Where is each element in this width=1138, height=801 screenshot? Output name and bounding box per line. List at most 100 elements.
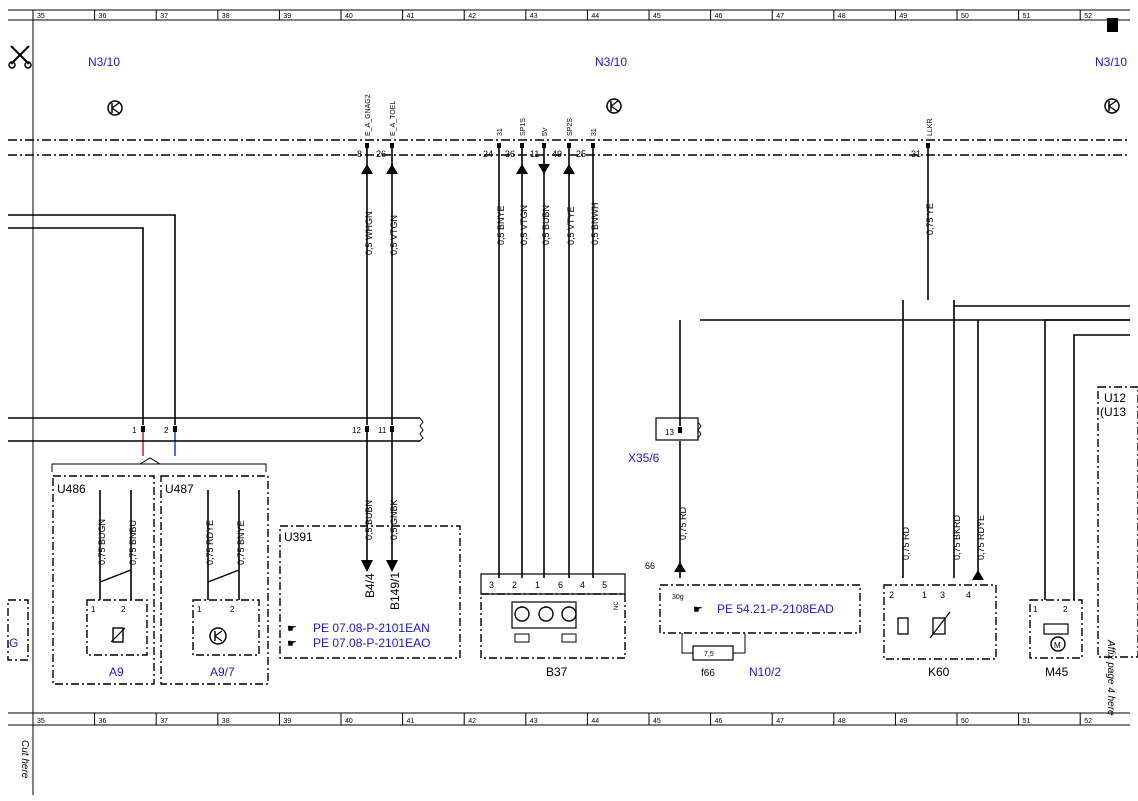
group-bracket bbox=[51, 463, 267, 472]
pin-number: 3 bbox=[940, 590, 945, 600]
wire-label: 0,5 GNBK bbox=[389, 499, 399, 540]
component-label-u486: U486 bbox=[57, 482, 86, 496]
signal-label: 31 bbox=[497, 128, 504, 136]
ruler-number: 37 bbox=[160, 13, 168, 20]
ruler-number: 50 bbox=[961, 718, 969, 725]
pin-number: 2 bbox=[230, 605, 235, 614]
reference-link-pe-ean[interactable]: PE 07.08-P-2101EAN bbox=[313, 621, 430, 635]
scissors-icon bbox=[8, 45, 32, 69]
sensor-icon bbox=[511, 601, 577, 643]
wire-label: 0,5 BUBN bbox=[364, 500, 374, 540]
signal-label: E_A_GNAG2 bbox=[365, 94, 372, 136]
component-m45 bbox=[1029, 599, 1083, 659]
pin-number: 26 bbox=[376, 149, 386, 159]
component-label-u12: U12 bbox=[1104, 391, 1126, 405]
hand-pointer-icon: ☛ bbox=[287, 623, 297, 635]
wire-label: 0,5 WHGN bbox=[364, 211, 374, 255]
pin-number: 49 bbox=[552, 149, 562, 159]
ruler-number: 44 bbox=[591, 13, 599, 20]
motor-icon: M bbox=[1043, 623, 1069, 652]
wire-label: 0,5 VTYE bbox=[566, 206, 576, 245]
component-label-g: G bbox=[9, 636, 18, 650]
ruler-number: 41 bbox=[407, 13, 415, 20]
ruler-number: 35 bbox=[37, 13, 45, 20]
ruler-number: 47 bbox=[776, 718, 784, 725]
ruler-number: 46 bbox=[715, 13, 723, 20]
wire-label: 0,75 RD bbox=[901, 526, 911, 560]
wire-label: 0,75 RDYE bbox=[976, 515, 986, 560]
component-label-n10-2: N10/2 bbox=[749, 665, 781, 679]
hand-pointer-icon: ☛ bbox=[693, 604, 703, 616]
ruler-number: 42 bbox=[468, 718, 476, 725]
affix-page-label: Affix page 4 here bbox=[1105, 639, 1116, 716]
ruler-number: 50 bbox=[961, 13, 969, 20]
component-label-a9: A9 bbox=[109, 665, 124, 679]
connector-pin: 1 bbox=[132, 426, 137, 435]
pin-number: 2 bbox=[1063, 605, 1068, 614]
pin-number: 2 bbox=[889, 590, 894, 600]
module-label-n3-10-left: N3/10 bbox=[88, 55, 120, 69]
sensor-icon bbox=[209, 627, 227, 645]
ruler-number: 39 bbox=[283, 13, 291, 20]
signal-direction-icon bbox=[361, 164, 575, 572]
ruler-number: 43 bbox=[530, 718, 538, 725]
ruler-number: 40 bbox=[345, 13, 353, 20]
pin-number: 11 bbox=[530, 149, 539, 159]
ruler-number: 52 bbox=[1084, 13, 1092, 20]
component-label-k60: K60 bbox=[928, 665, 950, 679]
ruler-number: 44 bbox=[591, 718, 599, 725]
reference-link-pe-ead[interactable]: PE 54.21-P-2108EAD bbox=[717, 602, 834, 616]
pin-number: 24 bbox=[483, 149, 493, 159]
bottom-ruler bbox=[8, 712, 1130, 726]
wire-label: 0,75 BNYE bbox=[236, 520, 246, 565]
reference-link-pe-eao[interactable]: PE 07.08-P-2101EAO bbox=[313, 636, 430, 650]
connector-pin: 13 bbox=[665, 428, 674, 437]
pin-number: 4 bbox=[580, 580, 585, 590]
wire-group bbox=[366, 148, 929, 578]
pin-number: 25 bbox=[576, 149, 586, 159]
ruler-number: 38 bbox=[222, 13, 230, 20]
pin-number: 5 bbox=[602, 580, 607, 590]
pin-number: 1 bbox=[197, 605, 202, 614]
cut-here-label: Cut here bbox=[19, 740, 30, 779]
ruler-number: 38 bbox=[222, 718, 230, 725]
control-unit-icon bbox=[606, 98, 622, 114]
wire-label: 0,5 VTGN bbox=[389, 215, 399, 255]
ruler-number: 52 bbox=[1084, 718, 1092, 725]
component-g-partial bbox=[7, 599, 29, 661]
hand-pointer-icon: ☛ bbox=[287, 638, 297, 650]
pin-label-66: 66 bbox=[645, 561, 655, 571]
component-label-u487: U487 bbox=[165, 482, 194, 496]
wire-label: 0,75 YE bbox=[925, 203, 935, 235]
ruler-number: 35 bbox=[37, 718, 45, 725]
ruler-number: 42 bbox=[468, 13, 476, 20]
ruler-number: 36 bbox=[99, 13, 107, 20]
top-ruler bbox=[8, 9, 1130, 21]
wire-label: 0,5 BNYE bbox=[496, 205, 506, 245]
relay-coil-icon bbox=[112, 627, 124, 643]
ruler-number: 51 bbox=[1023, 13, 1031, 20]
signal-label: SP1S bbox=[520, 118, 527, 136]
signal-label: 31 bbox=[591, 128, 598, 136]
module-label-n3-10-mid: N3/10 bbox=[595, 55, 627, 69]
ruler-number: 43 bbox=[530, 13, 538, 20]
pin-number: 1 bbox=[922, 590, 927, 600]
wire-group bbox=[8, 214, 176, 456]
component-n10-2 bbox=[659, 584, 861, 634]
wire-label: 0,75 BUGN bbox=[97, 519, 107, 565]
signal-label: E_A_TOEL bbox=[390, 101, 397, 136]
relay-coil-icon bbox=[932, 617, 946, 635]
component-u486 bbox=[52, 475, 155, 685]
ruler-number: 47 bbox=[776, 13, 784, 20]
pin-number: 6 bbox=[558, 580, 563, 590]
signal-label: SP2S bbox=[567, 118, 574, 136]
control-unit-icon bbox=[1104, 98, 1120, 114]
pin-number: 4 bbox=[966, 590, 971, 600]
connector-x35-6 bbox=[655, 417, 699, 441]
ruler-number: 46 bbox=[715, 718, 723, 725]
module-label-n3-10-right: N3/10 bbox=[1095, 55, 1127, 69]
component-u487 bbox=[160, 475, 269, 685]
component-b37 bbox=[480, 593, 626, 659]
resistor-icon bbox=[897, 617, 909, 635]
pin-number: 31 bbox=[911, 149, 921, 159]
